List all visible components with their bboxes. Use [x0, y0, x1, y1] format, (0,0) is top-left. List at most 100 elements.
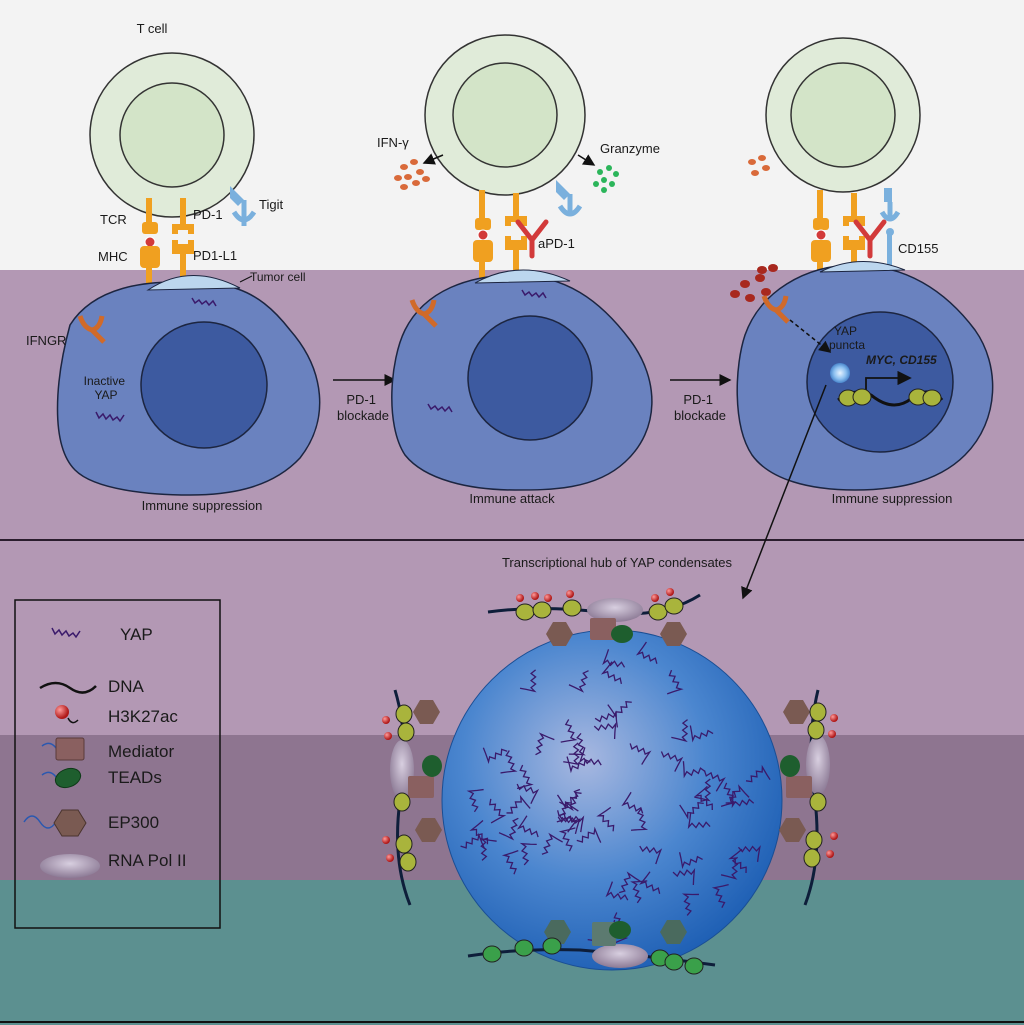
yap-squiggle [694, 778, 712, 802]
yap-squiggle [629, 743, 652, 765]
mediator-top [590, 618, 616, 640]
inactive-yap-line1: Inactive [84, 374, 126, 388]
tead-right [780, 755, 800, 777]
pd1-complex-2 [505, 193, 527, 278]
signal-arrow [789, 319, 832, 353]
legend-ep300-label: EP300 [108, 813, 159, 832]
tead-bottom [609, 921, 631, 939]
tumor-cell-pointer [239, 275, 253, 283]
panel-2: IFN-γ Granzyme [377, 34, 660, 506]
nucleosomes [838, 388, 942, 407]
legend-mediator-icon [55, 737, 85, 761]
yap-squiggle [479, 837, 497, 861]
yap-squiggle [630, 880, 648, 904]
yap-squiggle [558, 827, 576, 852]
yap-squiggle [602, 649, 626, 668]
nucleosomes-bottom [482, 937, 704, 975]
legend-h3k27ac-label: H3K27ac [108, 707, 178, 726]
yap-condensate [382, 588, 838, 975]
yap-squiggle [639, 845, 663, 865]
tigit-label: Tigit [259, 197, 283, 212]
ifngr-receptor-3 [761, 295, 790, 324]
yap-squiggle [630, 808, 649, 831]
yap-squiggle [191, 297, 217, 307]
anti-pd1-antibody-3 [853, 219, 887, 259]
legend-dna-icon [39, 681, 97, 694]
ep300-left-bottom [415, 818, 442, 842]
tumor-cell-1-nucleus [140, 321, 268, 449]
yap-squiggle [596, 806, 615, 832]
ifngr-receptor-2 [409, 299, 438, 328]
yap-squiggle [516, 815, 539, 838]
legend: YAP DNA H3K27ac Mediator TEADs EP300 RNA… [14, 599, 221, 929]
granzyme-molecules [593, 165, 619, 193]
h3k27ac-left [382, 716, 394, 862]
yap-puncta-line1: YAP [834, 324, 857, 338]
yap-squiggle [678, 852, 703, 870]
yap-squiggle [95, 411, 125, 423]
yap-squiggle [519, 842, 537, 866]
yap-squiggle [576, 826, 602, 843]
yap-squiggle [689, 725, 714, 743]
tumor-cell-3-nucleus [806, 311, 954, 453]
ep300-right-top [783, 700, 810, 724]
arrow-2-line2: blockade [674, 408, 726, 423]
arrow-2-line1: PD-1 [683, 392, 713, 407]
yap-squiggle [500, 750, 518, 774]
legend-teads-label: TEADs [108, 768, 162, 787]
yap-squiggle [745, 764, 771, 783]
yap-squiggle [593, 721, 617, 740]
tumor-cell-2-nucleus [467, 315, 593, 441]
ep300-top-right [660, 622, 687, 646]
yap-squiggle [671, 719, 689, 743]
pdl1-label: PD1-L1 [193, 248, 237, 263]
ifn-gamma-bound [730, 264, 778, 302]
yap-squiggle [501, 849, 519, 875]
panel-1-caption: Immune suppression [142, 498, 263, 513]
svg-text:PD-1 blockade: PD-1 blockade [337, 392, 389, 423]
yap-squiggle [563, 742, 580, 766]
yap-squiggle [560, 719, 578, 743]
granzyme-arrow [577, 154, 596, 166]
svg-text:YAP puncta: YAP puncta [829, 324, 865, 352]
yap-squiggle [506, 794, 531, 814]
tumor-cell-label: Tumor cell [250, 270, 306, 284]
ifn-gamma-label: IFN-γ [377, 135, 409, 150]
yap-squiggle [618, 871, 641, 894]
yap-squiggle [600, 661, 623, 685]
yap-squiggle [737, 845, 761, 862]
yap-squiggle [703, 770, 726, 792]
gene-label: MYC, CD155 [866, 353, 937, 367]
ep300-top-left [546, 622, 573, 646]
ep300-left-top [413, 700, 440, 724]
tcr-mhc-complex-2 [473, 190, 493, 284]
yap-squiggle [720, 782, 738, 807]
tcr-mhc-complex [140, 198, 160, 290]
yap-squiggle [679, 801, 704, 820]
svg-text:PD-1 blockade: PD-1 blockade [674, 392, 726, 423]
yap-squiggle [568, 670, 589, 693]
arrow-1-line1: PD-1 [346, 392, 376, 407]
yap-squiggle [605, 881, 629, 901]
ep300-right-bottom [779, 818, 806, 842]
yap-squiggle [672, 867, 696, 886]
yap-squiggle [711, 883, 729, 909]
ifn-gamma-arrow [422, 153, 444, 165]
panel-3: CD155 YAP puncta MYC, CD155 [730, 37, 994, 600]
mhc-label: MHC [98, 249, 128, 264]
yap-squiggle [731, 791, 755, 809]
legend-yap-icon [51, 627, 81, 639]
yap-squiggle [687, 812, 711, 830]
t-cell-2-nucleus [452, 62, 558, 168]
arrow-1: PD-1 blockade [333, 374, 397, 423]
yap-squiggle [460, 832, 486, 850]
ifngr-receptor [77, 315, 106, 344]
legend-rna-pol-ii-icon [40, 854, 100, 878]
nucleosomes-right [803, 702, 827, 868]
arrow-1-line2: blockade [337, 408, 389, 423]
yap-squiggle [556, 791, 582, 810]
pd1-pdl1-complex [172, 198, 194, 278]
yap-squiggle [681, 893, 699, 916]
legend-yap-label: YAP [120, 625, 153, 644]
